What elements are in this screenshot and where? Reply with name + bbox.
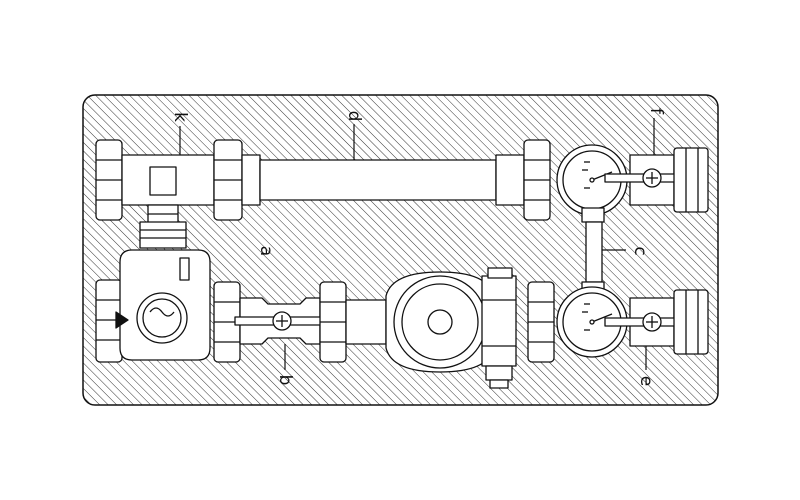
pump-outlet-union — [527, 281, 555, 363]
callout-f: f — [646, 108, 666, 115]
bypass-pipe — [241, 154, 525, 206]
callout-k: k — [170, 112, 190, 122]
pump-inlet-union — [319, 281, 387, 363]
top-right-end-union — [673, 147, 709, 213]
top-ball-valve — [604, 154, 696, 206]
bottom-left-ball-valve — [234, 297, 326, 345]
callout-d: d — [344, 111, 364, 122]
bottom-left-union — [95, 279, 123, 363]
bottom-right-end-union — [673, 289, 709, 355]
callout-c: c — [630, 246, 650, 255]
circulation-pump — [385, 267, 517, 389]
riser-pipe — [581, 207, 605, 297]
callout-a: a — [256, 246, 276, 256]
top-left-union — [95, 139, 123, 221]
bottom-thermometer — [556, 286, 628, 358]
mixing-valve-actuator — [115, 221, 211, 361]
top-left-union-2 — [213, 139, 243, 221]
top-right-union — [523, 139, 551, 221]
bottom-middle-union — [213, 281, 241, 363]
callout-e: e — [636, 376, 656, 386]
bottom-right-ball-valve — [604, 297, 696, 347]
callout-b: b — [275, 375, 295, 386]
